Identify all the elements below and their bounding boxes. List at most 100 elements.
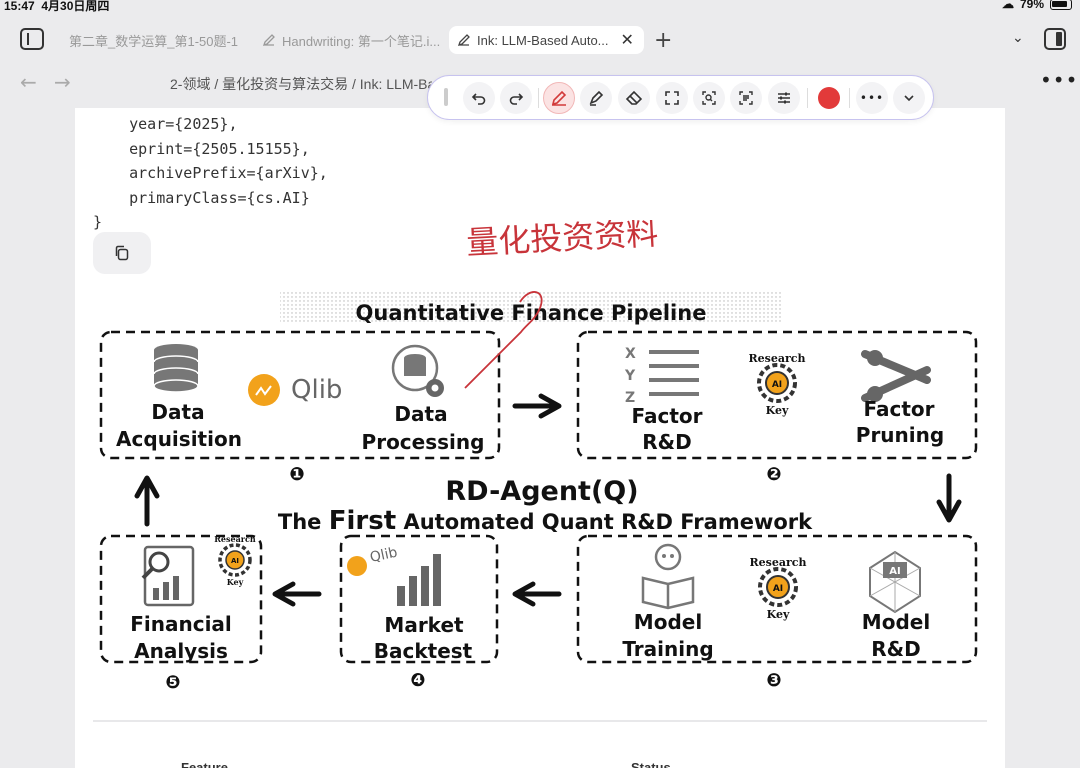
tab-label: Ink: LLM-Based Auto... bbox=[477, 32, 609, 48]
copy-code-button[interactable] bbox=[93, 232, 151, 274]
title-dotted-band bbox=[280, 292, 782, 322]
tab-handwriting[interactable]: Handwriting: 第一个笔记.i... bbox=[262, 26, 444, 54]
financial-analysis-label: Analysis bbox=[134, 639, 228, 663]
toolbar-separator bbox=[538, 88, 539, 108]
code-line: archivePrefix={arXiv}, bbox=[93, 164, 328, 182]
status-time: 15:47 4月30日周四 bbox=[4, 0, 110, 13]
more-dots-icon: ••• bbox=[859, 91, 885, 105]
svg-text:Qlib: Qlib bbox=[369, 544, 400, 565]
qlib-logo: Qlib bbox=[248, 374, 342, 406]
code-line: } bbox=[93, 213, 103, 231]
split-view-icon[interactable] bbox=[1044, 28, 1066, 50]
collapse-toolbar-button[interactable] bbox=[893, 82, 925, 114]
more-options-icon[interactable]: ••• bbox=[1040, 68, 1079, 92]
svg-text:X: X bbox=[625, 346, 636, 362]
tab-ink-active[interactable]: Ink: LLM-Based Auto... ✕ bbox=[449, 26, 644, 54]
zoom-scan-icon bbox=[702, 91, 716, 105]
pen-icon bbox=[457, 34, 470, 47]
toolbar-more-button[interactable]: ••• bbox=[856, 82, 888, 114]
back-arrow-icon[interactable]: ← bbox=[20, 70, 37, 94]
svg-text:Research: Research bbox=[750, 556, 807, 569]
qlib-logo: Qlib bbox=[347, 544, 399, 576]
qlib-text: Qlib bbox=[291, 375, 342, 405]
status-right: ☁ 79% bbox=[1002, 0, 1072, 11]
rd-agent-title: RD-Agent(Q) bbox=[445, 476, 638, 507]
status-bar: 15:47 4月30日周四 ☁ 79% bbox=[0, 0, 1080, 13]
data-processing-label: Processing bbox=[362, 430, 485, 454]
lasso-select-button[interactable] bbox=[656, 82, 688, 114]
svg-text:Key: Key bbox=[767, 608, 790, 621]
box-factor-stage bbox=[576, 330, 978, 460]
eraser-icon bbox=[625, 90, 643, 105]
chevron-down-icon[interactable]: ⌄ bbox=[1012, 30, 1024, 46]
battery-percent: 79% bbox=[1019, 0, 1044, 11]
highlighter-tool-button[interactable] bbox=[580, 82, 612, 114]
zoom-scan-button[interactable] bbox=[693, 82, 725, 114]
code-line: eprint={2505.15155}, bbox=[93, 139, 310, 158]
arrow-up-icon bbox=[134, 475, 160, 527]
adjust-settings-button[interactable] bbox=[768, 82, 800, 114]
svg-text:AI: AI bbox=[772, 380, 782, 390]
data-acquisition-label: Data bbox=[151, 400, 204, 424]
code-line: primaryClass={cs.AI} bbox=[93, 188, 310, 207]
scissors-pruning-icon bbox=[861, 350, 931, 402]
stage-number-4: ❹ bbox=[410, 670, 425, 690]
selection-frame-icon bbox=[665, 91, 679, 105]
sync-icon: ☁ bbox=[1001, 0, 1014, 11]
stage-number-3: ❸ bbox=[766, 670, 781, 690]
ink-toolbar: ••• bbox=[427, 75, 934, 120]
highlighter-icon bbox=[589, 90, 604, 106]
tab-bar: 第二章_数学运算_第1-50题-1 Handwriting: 第一个笔记.i..… bbox=[0, 22, 1080, 58]
copy-icon bbox=[115, 245, 129, 261]
undo-button[interactable] bbox=[463, 82, 495, 114]
tab-label: Handwriting: 第一个笔记.i... bbox=[282, 33, 441, 49]
battery-icon bbox=[1050, 0, 1072, 10]
financial-report-icon bbox=[141, 545, 195, 607]
data-acquisition-label: Acquisition bbox=[116, 427, 242, 451]
arrow-left-icon bbox=[512, 581, 562, 607]
pen-icon bbox=[262, 34, 275, 47]
tab-chapter2[interactable]: 第二章_数学运算_第1-50题-1 bbox=[69, 26, 247, 54]
table-header-status: Status bbox=[631, 760, 671, 768]
svg-text:Y: Y bbox=[624, 368, 636, 384]
data-processing-label: Data bbox=[394, 402, 447, 426]
close-tab-icon[interactable]: ✕ bbox=[620, 32, 634, 49]
eraser-tool-button[interactable] bbox=[618, 82, 650, 114]
research-key-gear-icon: Research AI Key bbox=[214, 534, 256, 587]
svg-text:Research: Research bbox=[214, 534, 256, 544]
svg-text:AI: AI bbox=[231, 557, 239, 565]
svg-text:Key: Key bbox=[766, 404, 789, 417]
new-tab-icon[interactable]: + bbox=[654, 28, 673, 53]
pen-tool-button[interactable] bbox=[543, 82, 575, 114]
stage-number-1: ❶ bbox=[289, 464, 304, 485]
toolbar-separator bbox=[807, 88, 808, 108]
table-header-feature: Feature bbox=[181, 760, 228, 768]
drag-handle[interactable] bbox=[444, 88, 448, 106]
forward-arrow-icon[interactable]: → bbox=[54, 70, 71, 94]
chevron-down-icon bbox=[904, 95, 914, 102]
xyz-factor-icon: X Y Z bbox=[624, 346, 699, 406]
arrow-right-icon bbox=[512, 393, 562, 419]
research-key-gear-icon: Research AI Key bbox=[750, 556, 807, 621]
breadcrumb[interactable]: 2-领域 / 量化投资与算法交易 / Ink: LLM-Based Automa… bbox=[170, 76, 432, 92]
nav-bar: ← → 2-领域 / 量化投资与算法交易 / Ink: LLM-Based Au… bbox=[0, 66, 1080, 102]
arrow-down-icon bbox=[936, 473, 962, 523]
svg-text:Z: Z bbox=[625, 390, 635, 406]
svg-text:AI: AI bbox=[889, 566, 900, 577]
factor-rd-label: R&D bbox=[642, 430, 691, 454]
financial-analysis-label: Financial bbox=[130, 612, 232, 636]
note-page[interactable]: year={2025}, eprint={2505.15155}, archiv… bbox=[75, 108, 1005, 768]
factor-pruning-label: Pruning bbox=[856, 423, 944, 447]
ink-color-swatch[interactable] bbox=[818, 87, 840, 109]
box-model-stage bbox=[576, 534, 978, 664]
toolbar-separator bbox=[849, 88, 850, 108]
text-recognition-button[interactable] bbox=[730, 82, 762, 114]
factor-pruning-label: Factor bbox=[863, 397, 934, 421]
handwritten-note: 量化投资资料 bbox=[465, 220, 659, 262]
undo-icon bbox=[471, 93, 486, 105]
redo-button[interactable] bbox=[500, 82, 532, 114]
market-backtest-label: Market bbox=[384, 613, 464, 637]
sidebar-toggle-icon[interactable] bbox=[20, 28, 44, 50]
database-icon bbox=[153, 344, 199, 393]
svg-text:AI: AI bbox=[773, 584, 783, 594]
